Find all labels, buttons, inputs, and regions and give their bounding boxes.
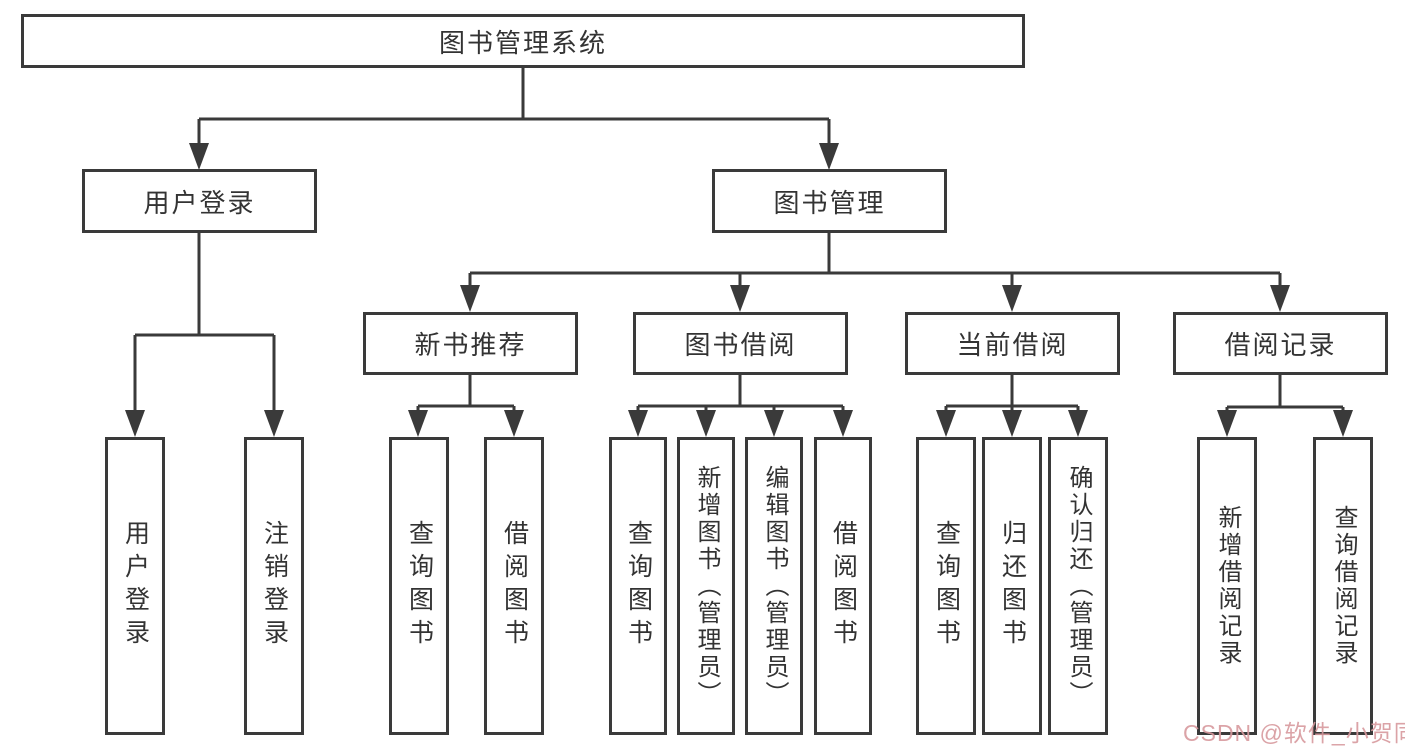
node-label: 图书借阅	[684, 330, 797, 360]
leaf-query-book-current: 查询图书	[916, 437, 976, 735]
node-label: 确认归还（管理员）	[1065, 464, 1092, 708]
node-book-management: 图书管理	[712, 169, 947, 233]
arrowheads	[125, 143, 1353, 437]
node-label: 归还图书	[998, 520, 1027, 652]
node-label: 查询图书	[405, 520, 434, 652]
leaf-query-borrow-record: 查询借阅记录	[1313, 437, 1373, 735]
node-library-management-system: 图书管理系统	[21, 14, 1025, 68]
node-label: 用户登录	[143, 187, 256, 218]
node-label: 当前借阅	[956, 330, 1069, 360]
node-label: 查询图书	[932, 520, 961, 652]
node-label: 借阅记录	[1224, 330, 1337, 360]
leaf-add-borrow-record: 新增借阅记录	[1197, 437, 1257, 735]
node-current-borrow: 当前借阅	[905, 312, 1120, 375]
leaf-logout: 注销登录	[244, 437, 304, 735]
node-label: 新书推荐	[414, 330, 527, 360]
node-label: 新增借阅记录	[1214, 505, 1241, 667]
node-borrow-record: 借阅记录	[1173, 312, 1388, 375]
node-label: 图书管理	[773, 187, 886, 218]
leaf-borrow-book-recommend: 借阅图书	[484, 437, 544, 735]
csdn-watermark: CSDN @软件_小贺同学	[1183, 720, 1405, 746]
node-label: 注销登录	[260, 520, 289, 652]
leaf-confirm-return-admin: 确认归还（管理员）	[1048, 437, 1108, 735]
leaf-query-book-borrow: 查询图书	[609, 437, 667, 735]
leaf-add-book-admin: 新增图书（管理员）	[677, 437, 735, 735]
node-label: 图书管理系统	[438, 27, 607, 58]
node-label: 查询借阅记录	[1330, 505, 1357, 667]
node-book-borrow: 图书借阅	[633, 312, 848, 375]
leaf-borrow-book: 借阅图书	[814, 437, 872, 735]
node-label: 借阅图书	[500, 520, 529, 652]
leaf-query-book-recommend: 查询图书	[389, 437, 449, 735]
node-label: 查询图书	[624, 520, 653, 652]
leaf-edit-book-admin: 编辑图书（管理员）	[745, 437, 803, 735]
node-label: 编辑图书（管理员）	[761, 464, 788, 708]
leaf-return-book: 归还图书	[982, 437, 1042, 735]
node-new-book-recommend: 新书推荐	[363, 312, 578, 375]
node-label: 新增图书（管理员）	[693, 464, 720, 708]
node-user-login: 用户登录	[82, 169, 317, 233]
node-label: 用户登录	[121, 520, 150, 652]
node-label: 借阅图书	[829, 520, 858, 652]
leaf-user-login: 用户登录	[105, 437, 165, 735]
